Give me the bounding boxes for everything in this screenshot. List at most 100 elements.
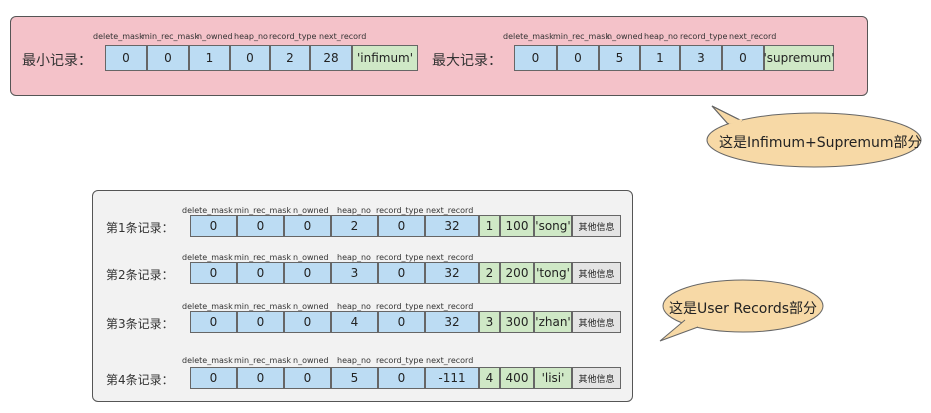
header-next-record: next_record (729, 32, 777, 41)
num-cell: 200 (500, 262, 534, 284)
id-cell: 2 (479, 262, 500, 284)
heap-no-cell: 2 (331, 215, 378, 237)
record-type-cell: 0 (378, 215, 425, 237)
record-label: 第2条记录： (106, 268, 174, 282)
next-record-cell: 32 (425, 215, 479, 237)
header-n-owned: n_owned (607, 32, 643, 41)
header-n-owned: n_owned (293, 302, 329, 311)
delete-mask-cell: 0 (190, 215, 237, 237)
other-info-cell: 其他信息 (572, 215, 621, 237)
min-rec-mask-cell: 0 (237, 262, 284, 284)
header-next-record: next_record (426, 253, 474, 262)
supremum-n-owned: 5 (599, 45, 640, 71)
header-delete-mask: delete_mask (503, 32, 554, 41)
header-next-record: next_record (319, 32, 367, 41)
other-info-cell: 其他信息 (572, 367, 621, 389)
infimum-n-owned: 1 (189, 45, 230, 71)
next-record-cell: 32 (425, 262, 479, 284)
header-heap-no: heap_no (234, 32, 268, 41)
record-label: 第4条记录： (106, 373, 174, 387)
header-min-rec-mask: min_rec_mask (142, 32, 200, 41)
next-record-cell: -111 (425, 367, 479, 389)
bubble-infimum-supremum (706, 105, 922, 168)
record-label: 第1条记录： (106, 221, 174, 235)
header-min-rec-mask: min_rec_mask (234, 302, 292, 311)
header-next-record: next_record (426, 356, 474, 365)
header-record-type: record_type (376, 302, 424, 311)
delete-mask-cell: 0 (190, 262, 237, 284)
next-record-cell: 32 (425, 311, 479, 333)
name-cell: 'tong' (534, 262, 572, 284)
infimum-next-record: 28 (310, 45, 352, 71)
heap-no-cell: 5 (331, 367, 378, 389)
header-next-record: next_record (426, 302, 474, 311)
header-heap-no: heap_no (337, 206, 371, 215)
min-rec-mask-cell: 0 (237, 367, 284, 389)
header-record-type: record_type (269, 32, 317, 41)
header-next-record: next_record (426, 206, 474, 215)
header-record-type: record_type (680, 32, 728, 41)
infimum-label: 最小记录： (22, 53, 92, 69)
header-min-rec-mask: min_rec_mask (234, 253, 292, 262)
bubble-user-records (659, 279, 824, 342)
record-type-cell: 0 (378, 311, 425, 333)
id-cell: 1 (479, 215, 500, 237)
other-info-cell: 其他信息 (572, 311, 621, 333)
infimum-record-type: 2 (270, 45, 310, 71)
header-heap-no: heap_no (337, 302, 371, 311)
min-rec-mask-cell: 0 (237, 215, 284, 237)
header-record-type: record_type (376, 253, 424, 262)
header-heap-no: heap_no (337, 356, 371, 365)
header-delete-mask: delete_mask (182, 253, 233, 262)
id-cell: 3 (479, 311, 500, 333)
header-min-rec-mask: min_rec_mask (234, 206, 292, 215)
infimum-heap-no: 0 (230, 45, 270, 71)
record-type-cell: 0 (378, 367, 425, 389)
header-delete-mask: delete_mask (93, 32, 144, 41)
num-cell: 300 (500, 311, 534, 333)
name-cell: 'lisi' (534, 367, 572, 389)
delete-mask-cell: 0 (190, 311, 237, 333)
header-record-type: record_type (376, 356, 424, 365)
delete-mask-cell: 0 (190, 367, 237, 389)
record-label: 第3条记录： (106, 317, 174, 331)
infimum-delete-mask: 0 (105, 45, 147, 71)
supremum-delete-mask: 0 (514, 45, 557, 71)
supremum-heap-no: 1 (640, 45, 680, 71)
callout-user-records: 这是User Records部分 (669, 301, 818, 317)
header-min-rec-mask: min_rec_mask (553, 32, 611, 41)
header-record-type: record_type (376, 206, 424, 215)
n-owned-cell: 0 (284, 262, 331, 284)
supremum-tag: 'supremum' (763, 45, 835, 71)
id-cell: 4 (479, 367, 500, 389)
supremum-next-record: 0 (722, 45, 764, 71)
header-delete-mask: delete_mask (182, 356, 233, 365)
supremum-record-type: 3 (680, 45, 722, 71)
infimum-min-rec-mask: 0 (147, 45, 189, 71)
other-info-cell: 其他信息 (572, 262, 621, 284)
header-n-owned: n_owned (197, 32, 233, 41)
infimum-tag: 'infimum' (352, 45, 418, 71)
num-cell: 400 (500, 367, 534, 389)
record-type-cell: 0 (378, 262, 425, 284)
heap-no-cell: 4 (331, 311, 378, 333)
header-n-owned: n_owned (293, 206, 329, 215)
num-cell: 100 (500, 215, 534, 237)
n-owned-cell: 0 (284, 215, 331, 237)
callout-infimum-supremum: 这是Infimum+Supremum部分 (719, 135, 922, 151)
heap-no-cell: 3 (331, 262, 378, 284)
header-min-rec-mask: min_rec_mask (234, 356, 292, 365)
n-owned-cell: 0 (284, 367, 331, 389)
header-n-owned: n_owned (293, 253, 329, 262)
header-delete-mask: delete_mask (182, 206, 233, 215)
name-cell: 'zhan' (534, 311, 572, 333)
supremum-min-rec-mask: 0 (557, 45, 599, 71)
name-cell: 'song' (534, 215, 572, 237)
header-heap-no: heap_no (337, 253, 371, 262)
supremum-label: 最大记录： (432, 53, 502, 69)
header-heap-no: heap_no (644, 32, 678, 41)
min-rec-mask-cell: 0 (237, 311, 284, 333)
n-owned-cell: 0 (284, 311, 331, 333)
header-n-owned: n_owned (293, 356, 329, 365)
